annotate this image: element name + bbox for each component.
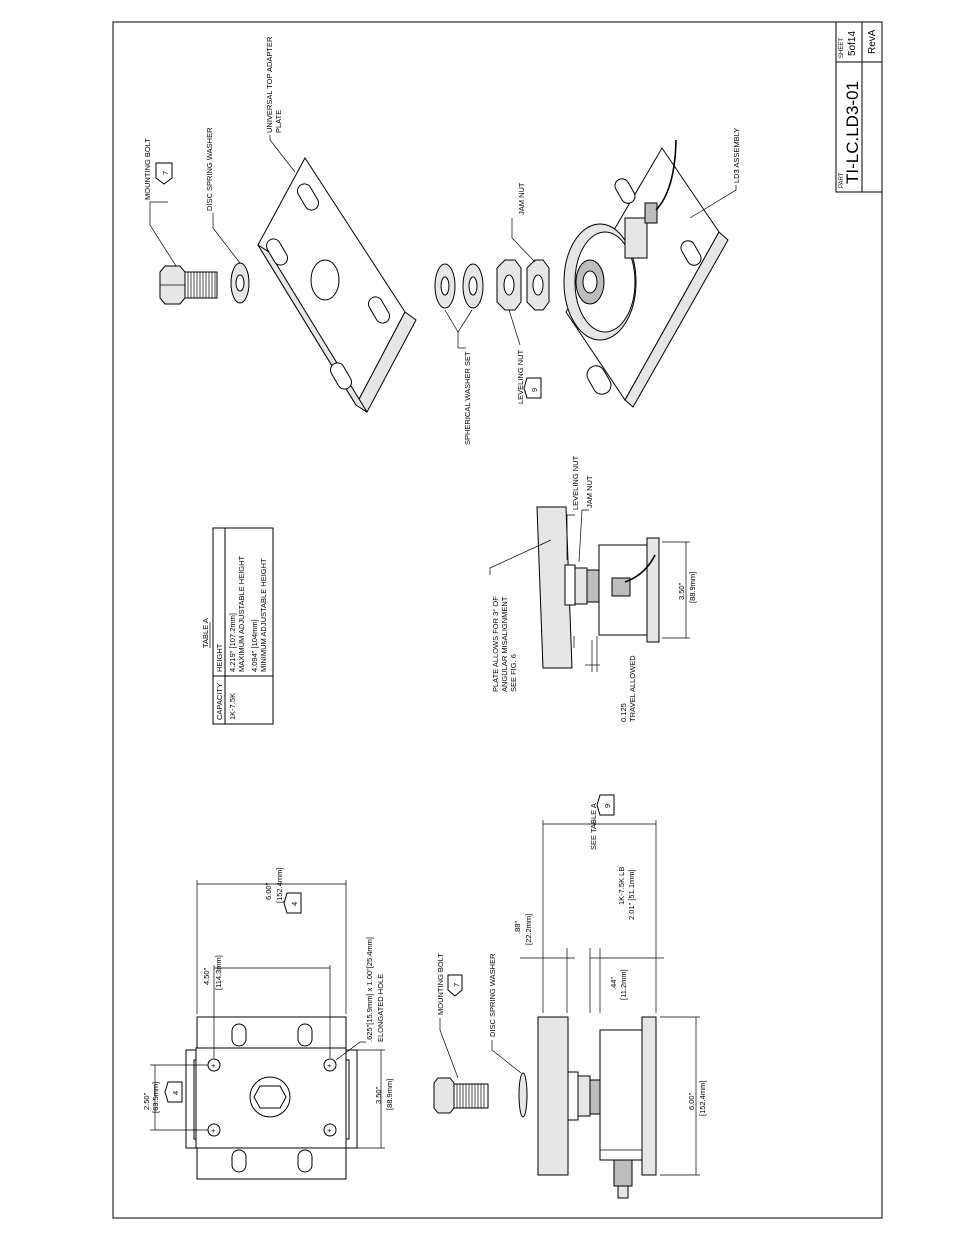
front-label-mounting-bolt: MOUNTING BOLT	[436, 953, 445, 1015]
jam-nut-drawing	[526, 259, 550, 311]
spherical-washers-drawing	[434, 263, 484, 309]
dim-600-2: [152.4mm]	[275, 868, 284, 903]
disc-spring-washer-drawing	[230, 262, 250, 304]
dim-088-1: .88"	[513, 921, 522, 934]
dim-250-1: 2.50"	[142, 1092, 151, 1110]
svg-text:+: +	[211, 1061, 216, 1070]
label-ld3-assembly: LD3 ASSEMBLY	[732, 128, 741, 183]
title-block: PART TI-LC.LD3-01 SHEET 5of14 RevA	[835, 21, 883, 193]
dim-450-1: 4.50"	[202, 967, 211, 985]
side-dim-350-2: [88.9mm]	[688, 572, 697, 603]
dim-450-2: [114.3mm]	[214, 955, 223, 990]
front-label-disc-spring-washer: DISC SPRING WASHER	[488, 953, 497, 1037]
svg-text:4: 4	[290, 902, 299, 906]
table-cell-height-2: MAXIMUM ADJUSTABLE HEIGHT	[237, 555, 246, 672]
svg-text:4: 4	[171, 1091, 180, 1095]
side-label-jam-nut: JAM NUT	[585, 475, 594, 508]
label-disc-spring-washer: DISC SPRING WASHER	[205, 127, 214, 211]
revision: RevA	[867, 29, 878, 54]
label-see-table-a: SEE TABLE A	[589, 803, 598, 850]
ld3-assembly-drawing	[563, 139, 729, 408]
front-dim-600-1: 6.00"	[687, 1092, 696, 1110]
dim-201-2: 2.01" [51.1mm]	[627, 869, 636, 920]
ref-tag-dim-600: 4	[283, 892, 302, 914]
label-top-plate-1: UNIVERSAL TOP ADAPTER	[265, 36, 274, 133]
dim-250-2: [63.5mm]	[151, 1082, 160, 1113]
table-a-title: TABLE A	[201, 618, 210, 648]
dim-201-1: 1K-7.5K LB	[617, 867, 626, 905]
label-top-plate-2: PLATE	[274, 110, 283, 133]
table-header-capacity: CAPACITY	[215, 683, 224, 720]
travel-1: 0.125	[619, 703, 628, 722]
svg-text:+: +	[327, 1126, 332, 1135]
label-spherical-washer-set: SPHERICAL WASHER SET	[463, 351, 472, 445]
label-leveling-nut: LEVELING NUT	[516, 349, 525, 404]
dim-088-2: [22.2mm]	[524, 914, 533, 945]
hole-note-1: .625"[15.9mm] x 1.00"[25.4mm]	[365, 937, 374, 1042]
exploded-view: MOUNTING BOLT 7 DISC SPRING WASHER UNIVE…	[143, 36, 741, 445]
side-view: PLATE ALLOWS FOR 3° OF ANGULAR MISALIGNM…	[489, 455, 697, 722]
label-mounting-bolt: MOUNTING BOLT	[143, 138, 152, 200]
ref-tag-front-mounting-bolt: 7	[447, 974, 463, 997]
svg-text:7: 7	[452, 983, 461, 987]
side-label-leveling-nut: LEVELING NUT	[571, 455, 580, 510]
side-dim-350-1: 3.50"	[677, 582, 686, 600]
plate-note-2: ANGULAR MISALIGNMENT	[500, 596, 509, 692]
ref-tag-mounting-bolt: 7	[155, 162, 173, 185]
svg-text:7: 7	[161, 171, 170, 175]
dim-044-1: .44"	[609, 977, 618, 990]
top-adapter-plate-drawing	[257, 157, 417, 413]
ref-tag-leveling-nut: 9	[523, 377, 542, 399]
travel-2: TRAVEL ALLOWED	[628, 655, 637, 722]
sheet-border	[112, 21, 883, 1219]
svg-text:+: +	[211, 1126, 216, 1135]
table-cell-height-4: MINIMUM ADJUSTABLE HEIGHT	[259, 558, 268, 672]
dim-044-2: [11.2mm]	[619, 969, 628, 1000]
table-cell-height-1: 4.219" [107.2mm]	[228, 613, 237, 672]
svg-text:+: +	[327, 1061, 332, 1070]
table-header-height: HEIGHT	[215, 643, 224, 672]
table-a: TABLE A CAPACITY HEIGHT 1K-7.5K 4.219" […	[201, 527, 274, 725]
plate-note-1: PLATE ALLOWS FOR 3° OF	[491, 596, 500, 692]
svg-text:9: 9	[603, 804, 612, 808]
ref-tag-see-table-a: 9	[596, 794, 615, 816]
dim-600-1: 6.00"	[264, 882, 273, 900]
table-cell-height-3: 4.094" [104mm]	[250, 619, 259, 672]
part-number: TI-LC.LD3-01	[843, 81, 862, 184]
top-dim-350-2: [88.9mm]	[385, 1079, 394, 1110]
table-cell-capacity: 1K-7.5K	[228, 693, 237, 720]
hole-note-2: ELONGATED HOLE	[376, 974, 385, 1042]
label-jam-nut: JAM NUT	[517, 182, 526, 215]
ref-tag-dim-250: 4	[164, 1081, 183, 1103]
sheet-value: 5of14	[847, 31, 858, 56]
part-label: PART	[839, 172, 845, 188]
front-dim-600-2: [152.4mm]	[698, 1081, 707, 1116]
sheet-label: SHEET	[839, 38, 845, 58]
svg-text:9: 9	[530, 388, 539, 392]
mounting-bolt-drawing	[159, 265, 218, 305]
plate-note-3: SEE FIG. 6	[509, 654, 518, 692]
front-view: MOUNTING BOLT 7 DISC SPRING WASHER SEE T…	[433, 794, 707, 1199]
leveling-nut-drawing	[496, 259, 522, 311]
top-dim-350-1: 3.50"	[374, 1086, 383, 1104]
top-view: + + + + 2.50" [63.5mm] 4 4.50" [114.3mm]…	[142, 868, 394, 1180]
